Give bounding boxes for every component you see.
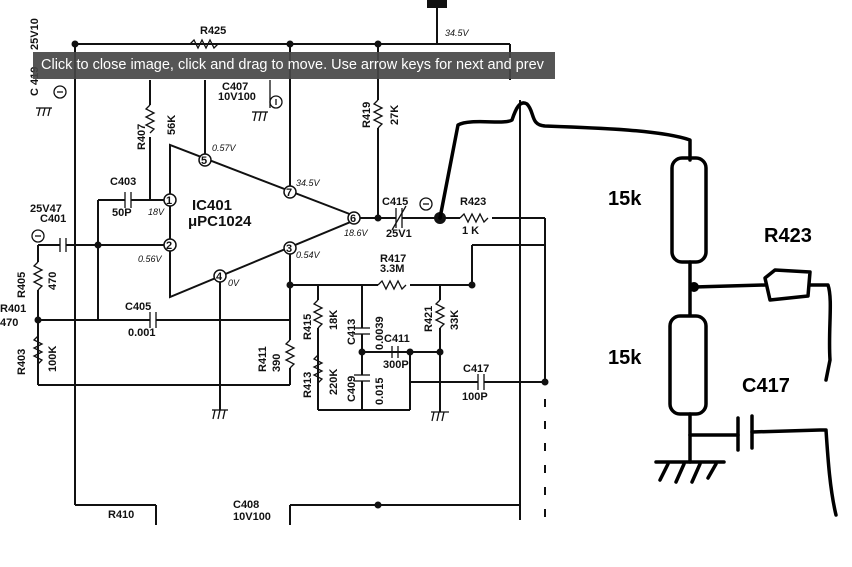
label-r411-value: 390: [271, 354, 283, 372]
label-r425: R425: [200, 25, 226, 37]
label-c405: C405: [125, 301, 151, 313]
label-r417-value: 3.3M: [380, 263, 404, 275]
printed-schematic: R425 34.5V R410 C 419 25V10 C407 10V100 …: [0, 0, 549, 525]
top-connector: [427, 0, 447, 8]
polarized-cap-symbol: [419, 197, 433, 211]
label-c405-value: 0.001: [128, 327, 156, 339]
resistor-r407: [144, 104, 156, 134]
label-c401: C401: [40, 213, 66, 225]
label-r413: R413: [302, 372, 314, 398]
sketch-resistor-bottom: [668, 314, 708, 416]
label-r405-value: 470: [47, 272, 59, 290]
pin-5-label: 5: [201, 155, 207, 167]
label-r401-value: 470: [0, 317, 18, 329]
label-c411-value: 300P: [383, 359, 409, 371]
label-ic401-part: μPC1024: [188, 213, 252, 230]
label-c413-value: 0.0039: [374, 316, 386, 350]
label-voltage-pin7: 34.5V: [296, 178, 321, 188]
resistor-r415: [312, 299, 324, 329]
resistor-r413: [312, 354, 324, 384]
label-r401: R401: [0, 303, 26, 315]
label-voltage-pin4: 0V: [228, 278, 240, 288]
label-c401-value: 25V47: [30, 203, 62, 215]
label-r415-value: 18K: [328, 310, 340, 330]
label-voltage-top: 34.5V: [445, 28, 470, 38]
label-c407: C407: [222, 81, 248, 93]
sketch-wire-top: [438, 101, 692, 220]
label-c409-value: 0.015: [374, 377, 386, 405]
label-r421: R421: [423, 306, 435, 332]
pin-7-circle: [283, 185, 297, 199]
resistor-r411: [284, 339, 296, 369]
ic401-opamp-triangle: [169, 143, 363, 299]
label-c403-value: 50P: [112, 207, 132, 219]
label-r417: R417: [380, 253, 406, 265]
label-r423: R423: [460, 196, 486, 208]
label-r403: R403: [16, 349, 28, 375]
label-voltage-pin2: 0.56V: [138, 254, 163, 264]
label-voltage-pin1: 18V: [148, 207, 165, 217]
label-r419-value: 27K: [389, 105, 401, 125]
pin-1-label: 1: [166, 195, 172, 207]
sketch-label-res-bottom: 15k: [608, 347, 642, 369]
label-voltage-pin6: 18.6V: [344, 228, 369, 238]
sketch-label-c417: C417: [742, 375, 790, 397]
label-c415-value: 25V1: [386, 228, 412, 240]
label-c415: C415: [382, 196, 408, 208]
resistor-r425: [189, 38, 219, 50]
label-r413-value: 220K: [328, 369, 340, 395]
sketch-resistor-r423: [763, 268, 812, 302]
sketch-label-r423: R423: [764, 225, 812, 247]
label-c413: C413: [346, 319, 358, 345]
pin-4-label: 4: [216, 271, 223, 283]
resistor-r403: [32, 335, 44, 365]
label-ic401: IC401: [192, 197, 232, 214]
label-r403-value: 100K: [47, 346, 59, 372]
label-c417-value: 100P: [462, 391, 488, 403]
sketch-resistor-top: [670, 156, 708, 264]
resistor-r419: [372, 99, 384, 129]
pin-5-circle: [198, 153, 212, 167]
label-r419: R419: [361, 102, 373, 128]
image-viewer-hint-text: Click to close image, click and drag to …: [41, 57, 544, 73]
polarized-cap-symbol: [269, 95, 283, 109]
label-c409: C409: [346, 376, 358, 402]
pin-2-label: 2: [166, 240, 172, 252]
label-voltage-pin5: 0.57V: [212, 143, 237, 153]
polarized-cap-symbol: [53, 85, 67, 99]
label-r407-value: 56K: [166, 115, 178, 135]
label-c408-value: 10V100: [233, 511, 271, 523]
resistor-r417: [377, 279, 407, 291]
polarized-cap-symbol: [31, 229, 45, 243]
label-c408: C408: [233, 499, 259, 511]
resistor-r423-printed: [459, 212, 489, 224]
label-r423-value: 1 K: [462, 225, 479, 237]
resistor-r405: [32, 261, 44, 291]
sketch-label-res-top: 15k: [608, 188, 642, 210]
label-c417: C417: [463, 363, 489, 375]
pin-3-label: 3: [286, 243, 292, 255]
pin-6-label: 6: [350, 213, 356, 225]
image-viewer-hint-bar[interactable]: Click to close image, click and drag to …: [33, 52, 555, 79]
label-r415: R415: [302, 314, 314, 340]
label-voltage-pin3: 0.54V: [296, 250, 321, 260]
hand-drawn-sketch: 15k 15k R423 C417: [438, 101, 838, 517]
label-c403: C403: [110, 176, 136, 188]
label-r421-value: 33K: [449, 310, 461, 330]
pin-7-label: 7: [286, 187, 292, 199]
label-c419-value: 25V10: [29, 18, 41, 50]
label-r410: R410: [108, 509, 134, 521]
resistor-r421: [434, 299, 446, 329]
label-r411: R411: [257, 346, 269, 372]
label-c411: C411: [384, 333, 410, 345]
label-r407: R407: [136, 124, 148, 150]
label-c407-value: 10V100: [218, 91, 256, 103]
label-r405: R405: [16, 272, 28, 298]
